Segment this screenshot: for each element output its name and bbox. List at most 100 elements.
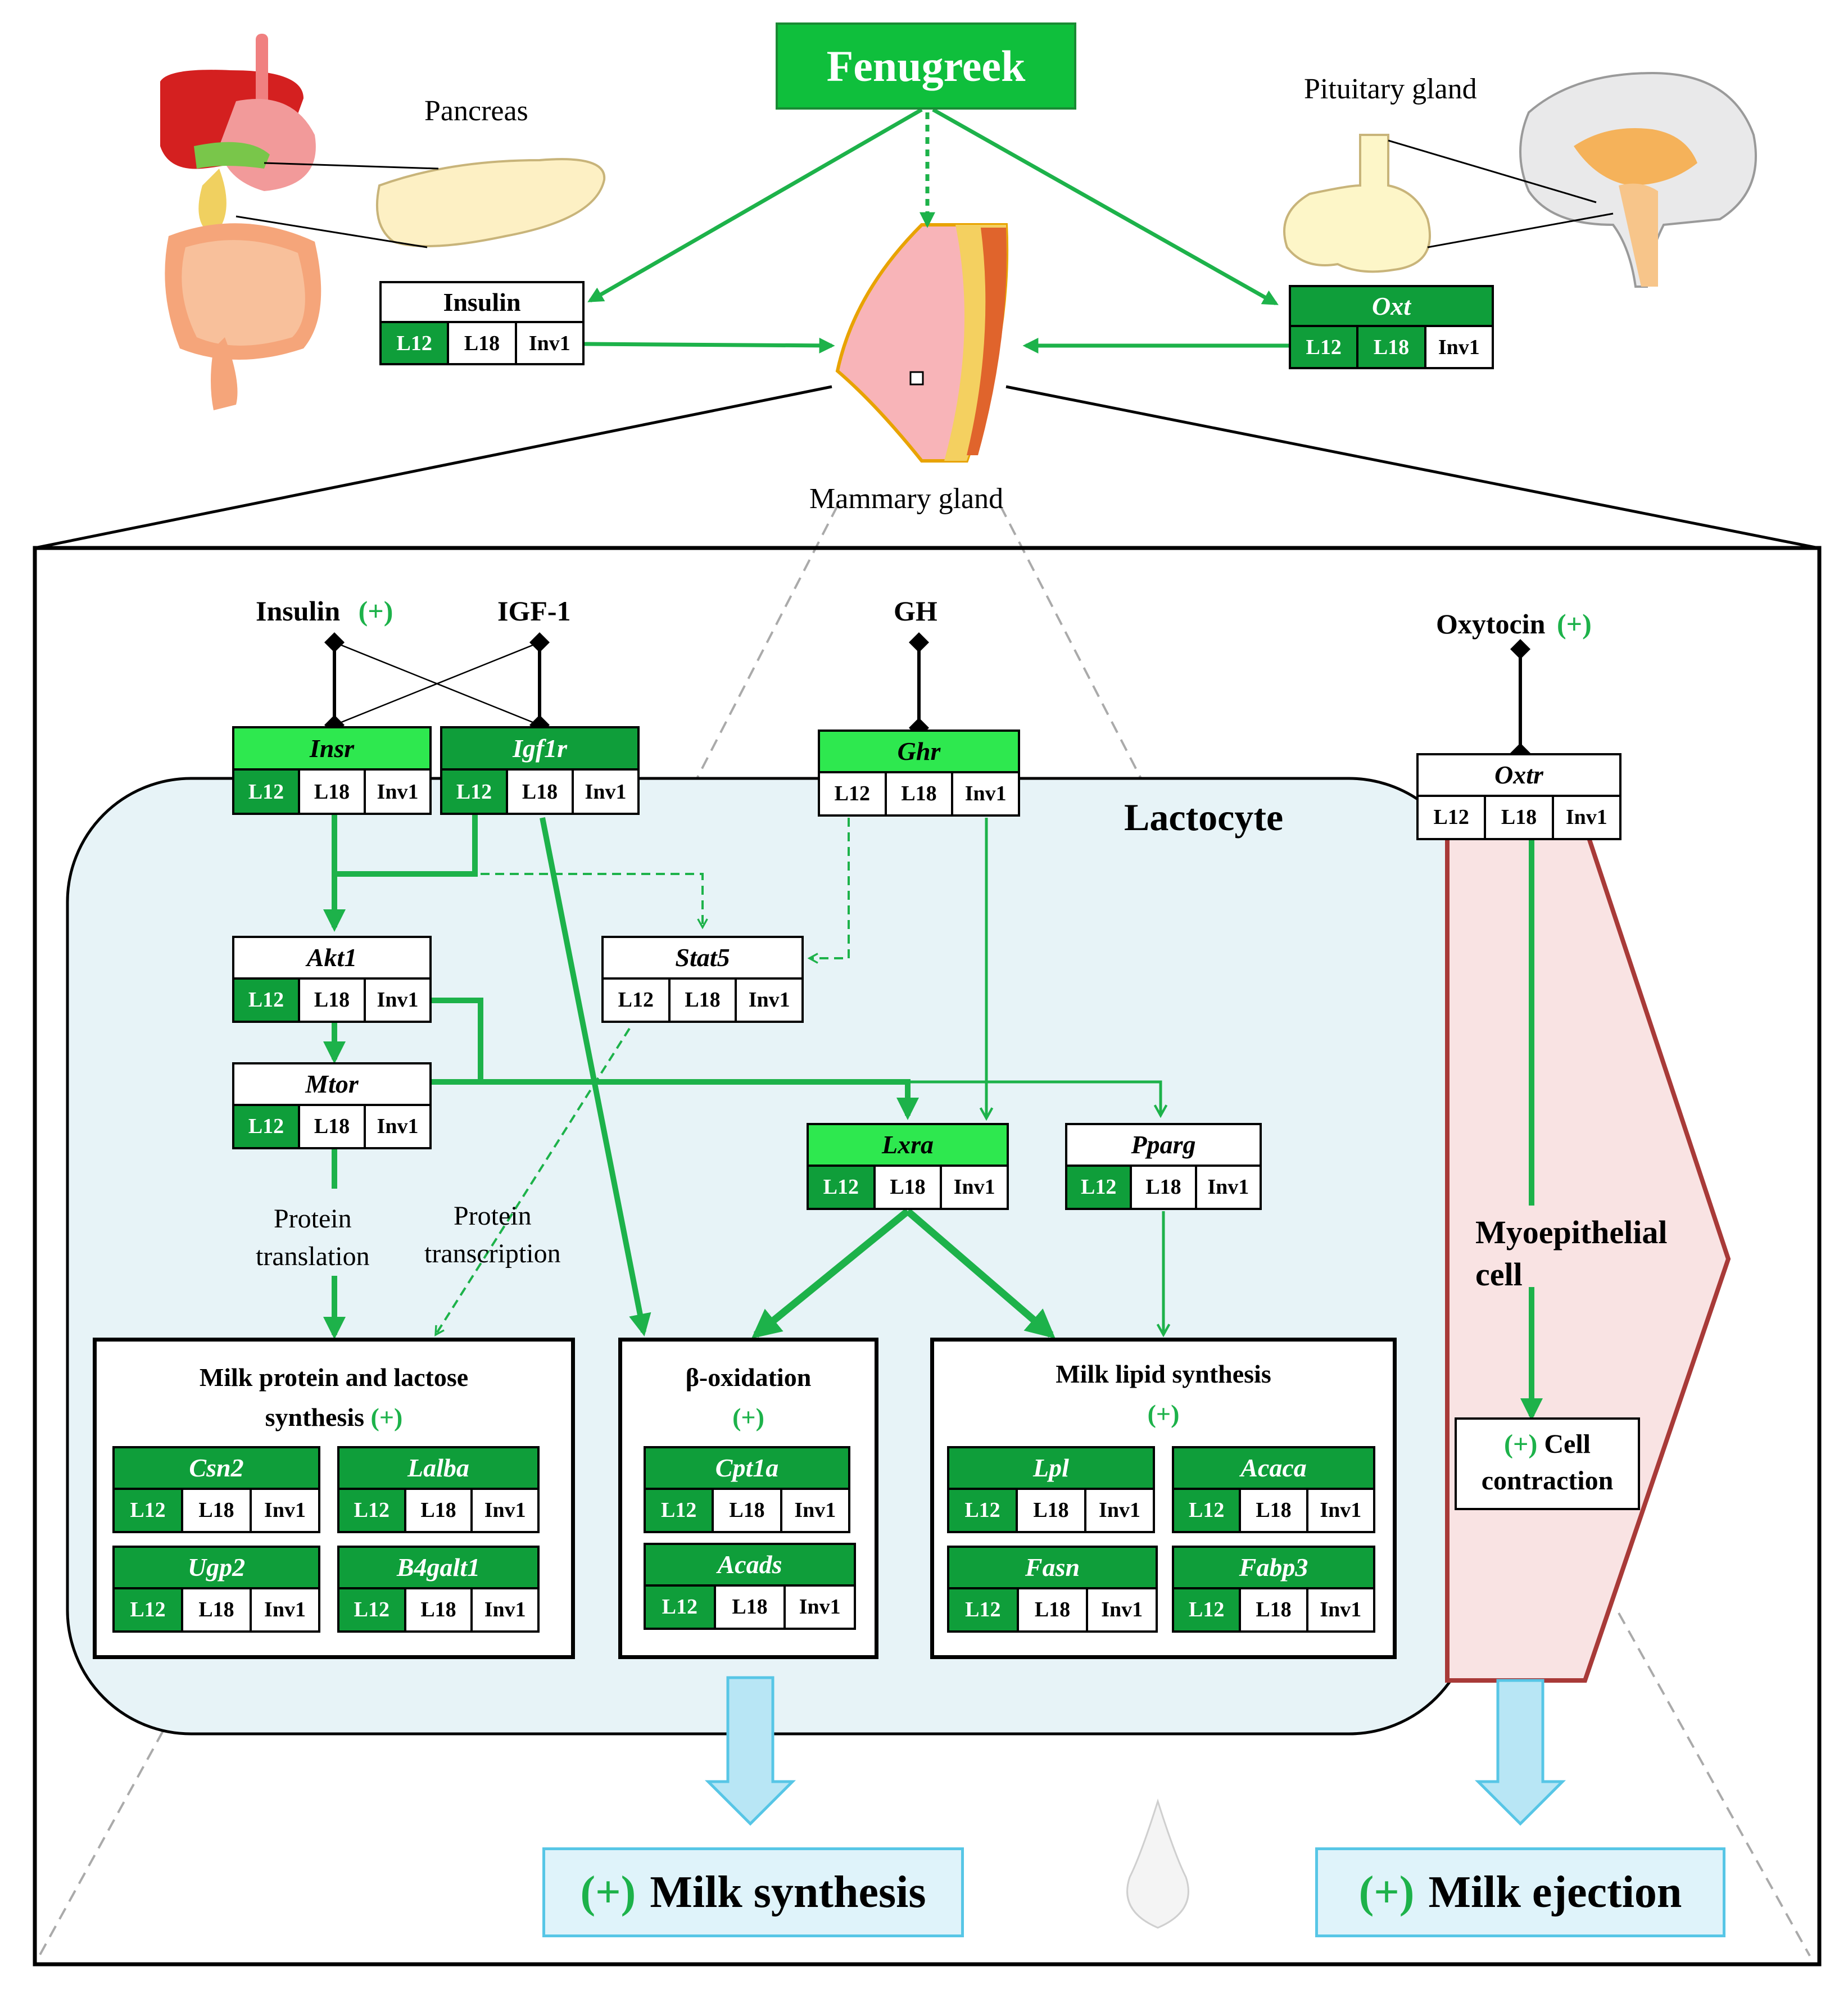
oxtr-cell-l18: L18	[1486, 796, 1554, 838]
mammary-label: Mammary gland	[809, 483, 1004, 515]
stat5-gene-name: Stat5	[604, 938, 801, 980]
ghr-cell-inv1: Inv1	[964, 782, 1007, 806]
fenugreek-arrows	[584, 107, 1289, 354]
oxtr-cell-l12: L12	[1419, 796, 1487, 838]
oxt-cell-l18: L18	[1358, 327, 1426, 367]
fasn-cell-l18: L18	[1019, 1589, 1089, 1630]
acads-cell-l12: L12	[646, 1586, 716, 1628]
lalba-cell-inv1: Inv1	[484, 1498, 526, 1523]
lxra-cell-l12: L12	[809, 1166, 876, 1208]
stat5-cell-inv1: Inv1	[748, 988, 790, 1012]
ghr-gene-name: Ghr	[820, 732, 1018, 773]
cpt1a-cell-inv1: Inv1	[794, 1498, 836, 1523]
milk-drop-illustration	[1126, 1798, 1189, 1929]
stat5-cell-l12: L12	[604, 979, 671, 1021]
ugp2-gene-name: Ugp2	[115, 1548, 318, 1589]
protein-transcription-line1: Protein	[453, 1201, 532, 1231]
oxt-gene-name: Oxt	[1291, 287, 1492, 327]
mammary-gland-illustration	[835, 223, 1009, 463]
b4galt1-cell-inv1: Inv1	[484, 1598, 526, 1622]
fenugreek-title: Fenugreek	[826, 41, 1026, 90]
beta-oxidation-plus: (+)	[732, 1403, 764, 1432]
fenugreek-box: Fenugreek	[776, 22, 1076, 110]
mtor-cell-l18: L18	[300, 1105, 366, 1147]
acads-cell-inv1: Inv1	[799, 1595, 841, 1619]
cell-contraction-box: (+) Cell contraction	[1455, 1417, 1640, 1510]
oxtr-gene-name: Oxtr	[1419, 755, 1619, 797]
fabp3-gene-name: Fabp3	[1174, 1548, 1373, 1589]
protein-translation-label: Protein translation	[256, 1200, 370, 1275]
csn2-gene-name: Csn2	[115, 1448, 318, 1490]
ugp2-cell-l18: L18	[183, 1589, 252, 1630]
lpl-cell-l12: L12	[949, 1489, 1018, 1531]
digestive-organs-illustration	[160, 34, 321, 410]
ligand-oxytocin: Oxytocin (+)	[1436, 610, 1592, 638]
csn2-cell-inv1: Inv1	[264, 1498, 306, 1523]
lalba-cell-l12: L12	[339, 1489, 406, 1531]
akt1-cell-inv1: Inv1	[377, 988, 419, 1012]
insr-cell-inv1: Inv1	[377, 780, 419, 804]
pancreas-illustration	[235, 158, 606, 248]
milk-lipid-plus: (+)	[1147, 1399, 1180, 1429]
insr-gene-name: Insr	[234, 728, 429, 771]
b4galt1-cell-l18: L18	[406, 1589, 473, 1630]
igf1r-gene-name: Igf1r	[442, 728, 637, 771]
acaca-cell-l12: L12	[1174, 1489, 1242, 1531]
fabp3-cell-l12: L12	[1174, 1589, 1242, 1630]
insulin_top-cell-l18: L18	[449, 323, 517, 363]
lalba-gene-name: Lalba	[339, 1448, 537, 1490]
ligand-gh: GH	[894, 595, 937, 627]
milk-ejection-label: Milk ejection	[1428, 1867, 1682, 1917]
myoepithelial-label: Myoepithelial cell	[1475, 1211, 1668, 1296]
protein-translation-line2: translation	[256, 1242, 370, 1272]
output-arrows	[704, 1676, 1566, 1826]
insr-cell-l12: L12	[234, 771, 300, 813]
milk-ejection-box: (+) Milk ejection	[1315, 1847, 1725, 1937]
myoepithelial-line1: Myoepithelial	[1475, 1214, 1668, 1251]
pparg-gene-name: Pparg	[1067, 1125, 1260, 1167]
stat5-cell-l18: L18	[671, 979, 737, 1021]
milk-ejection-plus: (+)	[1358, 1867, 1415, 1917]
lalba-cell-l18: L18	[406, 1489, 473, 1531]
myoepithelial-line2: cell	[1475, 1256, 1523, 1293]
lactocyte-label: Lactocyte	[1124, 796, 1284, 839]
insulin_top-gene-name: Insulin	[382, 283, 582, 323]
pituitary-brain-illustration	[1283, 71, 1757, 288]
insulin_top-cell-l12: L12	[382, 323, 450, 363]
milk-lipid-title: Milk lipid synthesis	[1056, 1360, 1271, 1388]
protein-translation-line1: Protein	[273, 1204, 352, 1234]
acads-cell-l18: L18	[716, 1586, 786, 1628]
acaca-gene-name: Acaca	[1174, 1448, 1373, 1490]
oxytocin-plus: (+)	[1556, 608, 1592, 640]
ugp2-cell-inv1: Inv1	[264, 1598, 306, 1622]
ligand-oxytocin-text: Oxytocin	[1436, 608, 1546, 640]
lxra-cell-inv1: Inv1	[953, 1175, 995, 1199]
pancreas-label: Pancreas	[424, 95, 528, 127]
cpt1a-cell-l12: L12	[646, 1489, 714, 1531]
ligand-connectors	[324, 632, 1530, 763]
